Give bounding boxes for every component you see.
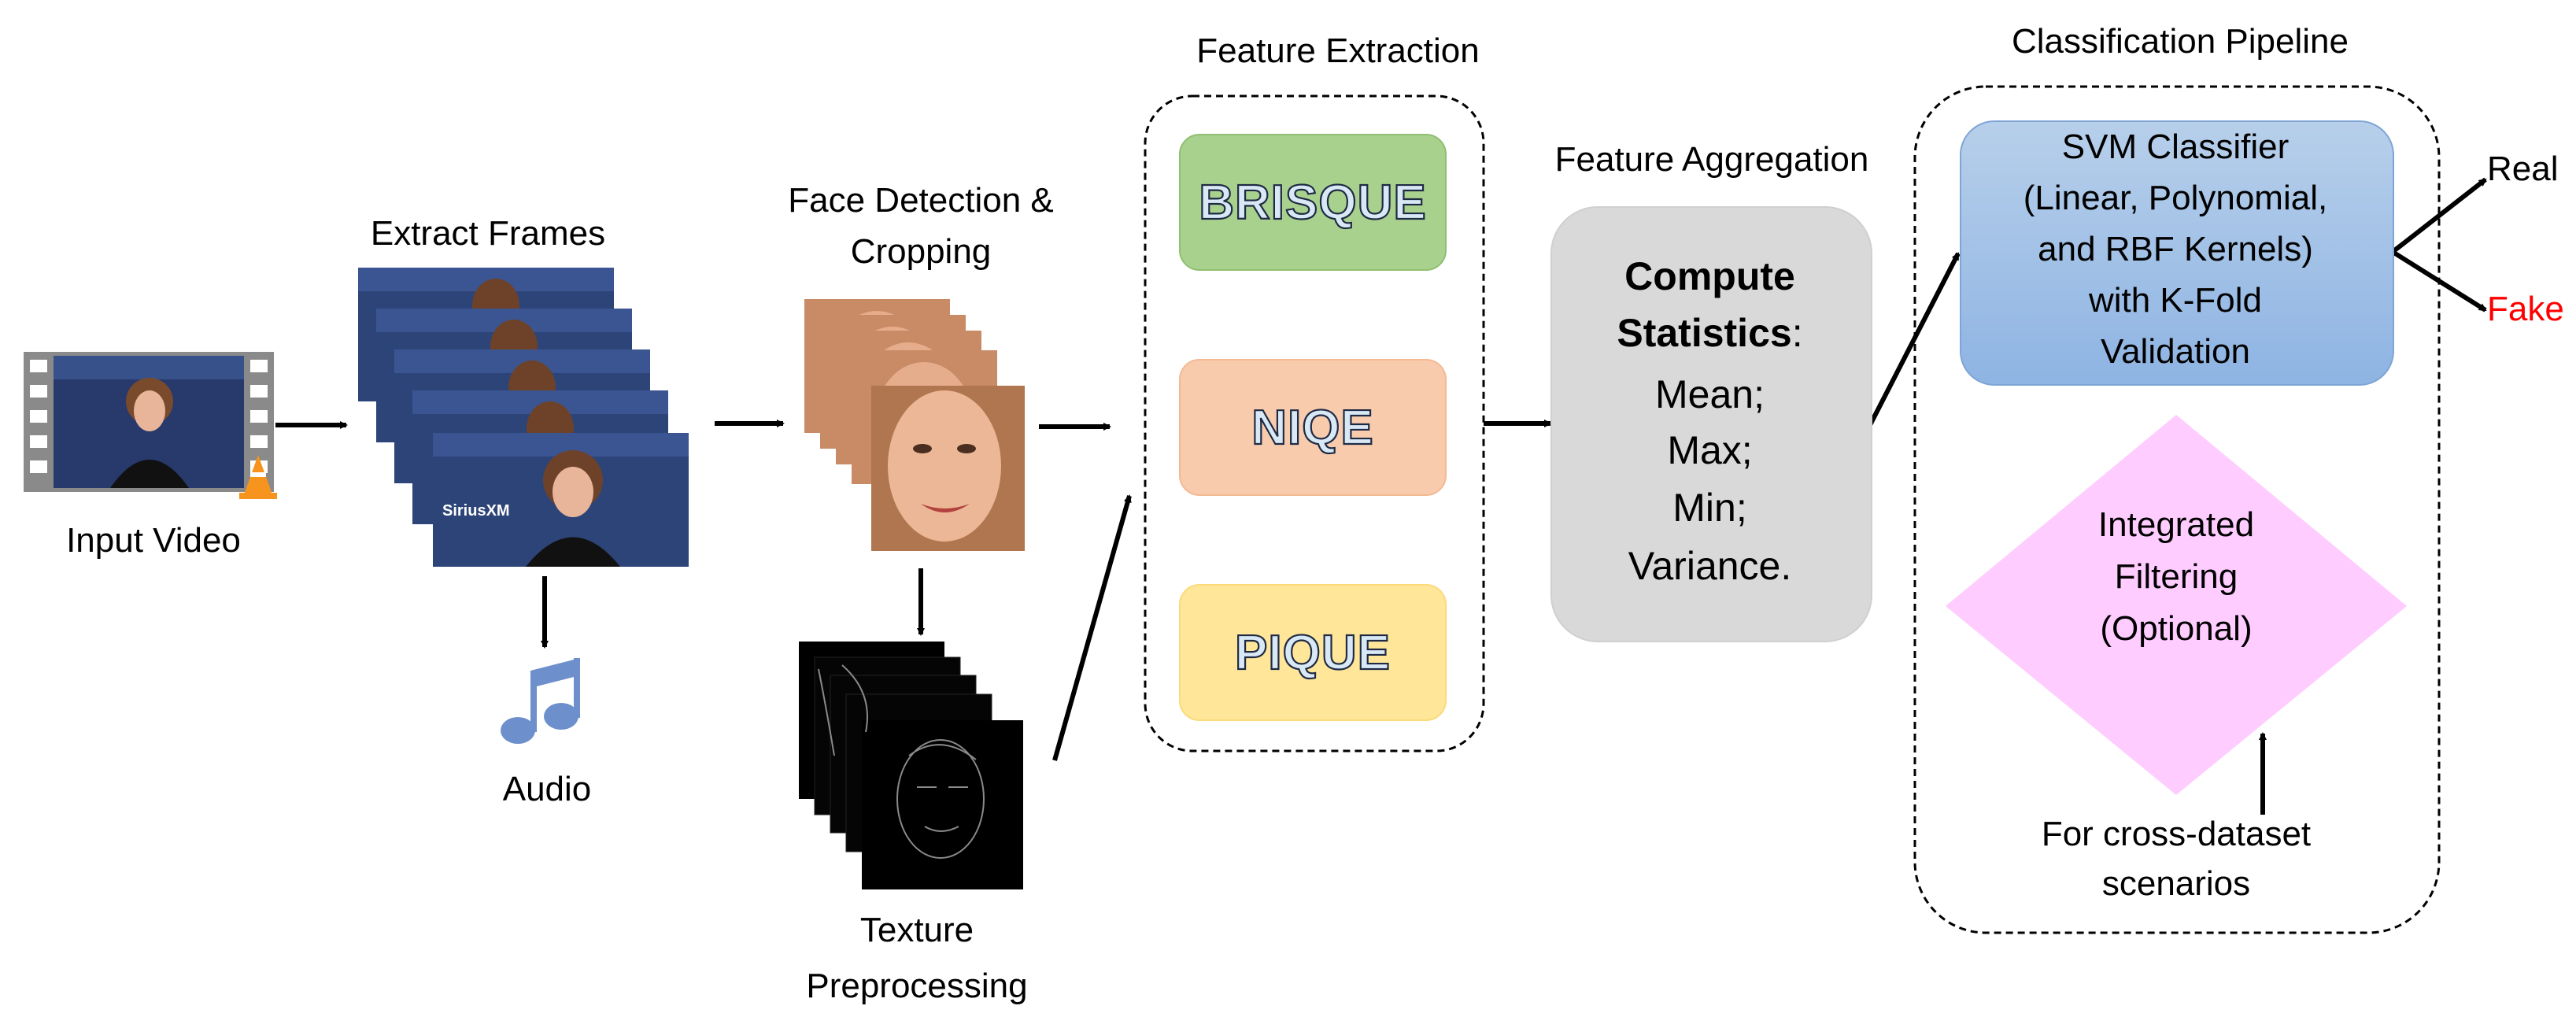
cross-dataset-note-line2: scenarios — [2101, 864, 2251, 903]
cross-dataset-note-line1: For cross-dataset — [2041, 815, 2312, 853]
niqe-box: NIQE — [1179, 359, 1447, 496]
statistics-colon: : — [1791, 311, 1803, 355]
texture-maps-stack — [799, 642, 1023, 889]
stat-mean: Mean; — [1655, 372, 1765, 416]
svg-text:SiriusXM: SiriusXM — [442, 502, 510, 520]
feature-extraction-title: Feature Extraction — [1196, 31, 1480, 70]
arrow-aggregation-to-svm — [1868, 252, 1961, 427]
classification-title: Classification Pipeline — [2012, 22, 2349, 61]
output-real: Real — [2487, 150, 2559, 188]
statistics-heading: Statistics: — [1550, 310, 1869, 356]
brisque-box: BRISQUE — [1179, 134, 1447, 271]
stat-variance: Variance. — [1628, 544, 1792, 588]
face-detection-label-line1: Face Detection & — [788, 181, 1054, 220]
feature-extraction-group — [1144, 94, 1485, 753]
film-strip-icon — [24, 352, 274, 492]
arrow-svm-to-fake — [2391, 250, 2487, 312]
cropped-faces-stack — [804, 299, 1025, 551]
filter-line-2: Filtering — [2114, 557, 2238, 596]
arrow-svm-to-real — [2391, 177, 2487, 254]
audio-label: Audio — [502, 770, 592, 808]
classification-group — [1913, 85, 2441, 934]
arrow-texture-to-extraction — [1052, 494, 1132, 761]
video-frames-stack: SiriusXM — [358, 268, 689, 567]
filter-line-3: (Optional) — [2100, 609, 2253, 648]
svm-line-4: with K-Fold — [2088, 281, 2263, 320]
output-fake: Fake — [2487, 290, 2564, 328]
svm-classifier-box — [1960, 120, 2394, 386]
compute-label: Compute — [1624, 254, 1795, 298]
statistics-label: Statistics — [1617, 311, 1792, 355]
filter-line-1: Integrated — [2097, 505, 2255, 544]
stat-min: Min; — [1672, 486, 1747, 530]
texture-label-line1: Texture — [859, 911, 974, 949]
music-note-icon — [501, 658, 580, 744]
vlc-cone-icon — [239, 455, 277, 499]
svm-line-5: Validation — [2101, 332, 2250, 371]
extract-frames-label: Extract Frames — [370, 214, 606, 253]
svm-line-2: (Linear, Polynomial, — [2023, 179, 2328, 217]
feature-aggregation-title: Feature Aggregation — [1554, 140, 1869, 179]
pique-label: PIQUE — [1234, 624, 1391, 680]
svm-line-1: SVM Classifier — [2061, 128, 2290, 166]
svm-line-3: and RBF Kernels) — [2038, 230, 2313, 268]
brisque-label: BRISQUE — [1198, 174, 1427, 230]
pique-box: PIQUE — [1179, 584, 1447, 721]
texture-label-line2: Preprocessing — [806, 967, 1028, 1005]
compute-statistics-box — [1550, 206, 1872, 642]
input-video-label: Input Video — [66, 521, 241, 560]
face-detection-label-line2: Cropping — [850, 232, 992, 271]
stat-max: Max; — [1667, 428, 1753, 472]
niqe-label: NIQE — [1251, 399, 1374, 455]
integrated-filtering-diamond — [1946, 415, 2407, 795]
